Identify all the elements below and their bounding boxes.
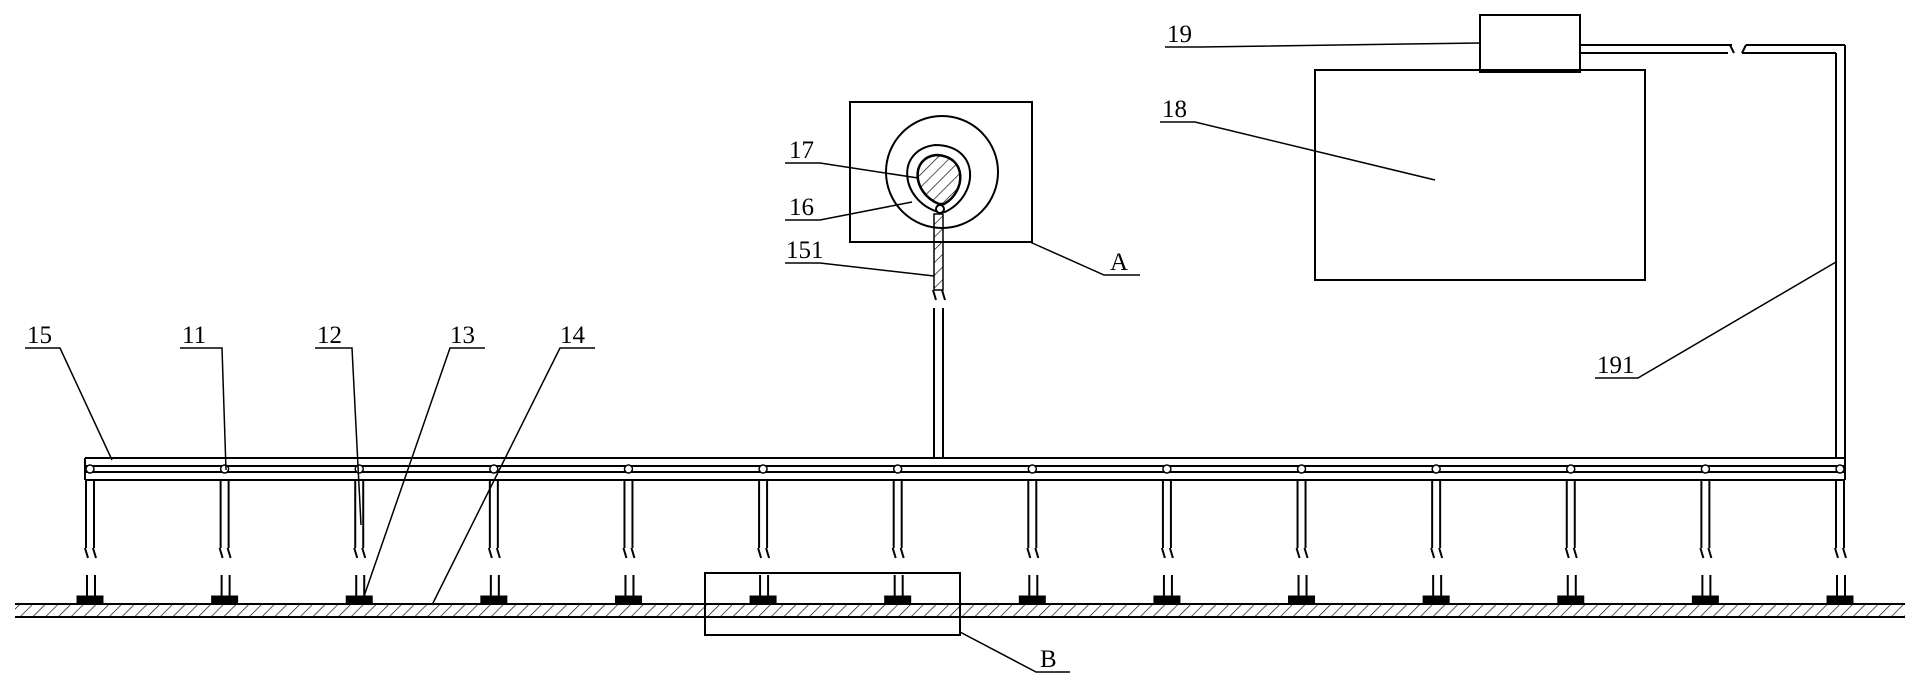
support-post [1422, 464, 1450, 605]
label-151: 151 [786, 237, 824, 264]
support-post [884, 464, 912, 605]
support-posts [76, 464, 1854, 605]
label-17: 17 [789, 137, 814, 164]
detail-b-box [704, 572, 961, 636]
support-post [1288, 464, 1316, 605]
label-16: 16 [789, 194, 814, 221]
label-11: 11 [182, 322, 206, 349]
support-post [1153, 464, 1181, 605]
horizontal-rail [84, 457, 1846, 481]
label-14: 14 [560, 322, 586, 349]
support-post [211, 464, 239, 605]
label-13: 13 [450, 322, 475, 349]
support-post [1691, 464, 1719, 605]
detail-a [849, 101, 1033, 243]
support-post [1557, 464, 1585, 605]
leader-lines [25, 42, 1837, 673]
control-box [1314, 69, 1646, 281]
support-post [749, 464, 777, 605]
return-pipe [1580, 44, 1846, 458]
label-12: 12 [317, 322, 342, 349]
support-post [345, 464, 373, 605]
label-191: 191 [1597, 352, 1635, 379]
label-15: 15 [27, 322, 52, 349]
label-b: B [1040, 646, 1057, 673]
reference-labels: 15 11 12 13 14 17 16 151 A 18 19 191 B [27, 21, 1635, 673]
support-post [480, 464, 508, 605]
support-post [614, 464, 642, 605]
label-a: A [1110, 249, 1128, 276]
support-post [76, 464, 104, 605]
vertical-pipe [932, 213, 946, 458]
label-18: 18 [1162, 96, 1187, 123]
support-post [1018, 464, 1046, 605]
label-19: 19 [1167, 21, 1192, 48]
unit-box [1479, 14, 1581, 73]
support-post [1826, 464, 1854, 605]
